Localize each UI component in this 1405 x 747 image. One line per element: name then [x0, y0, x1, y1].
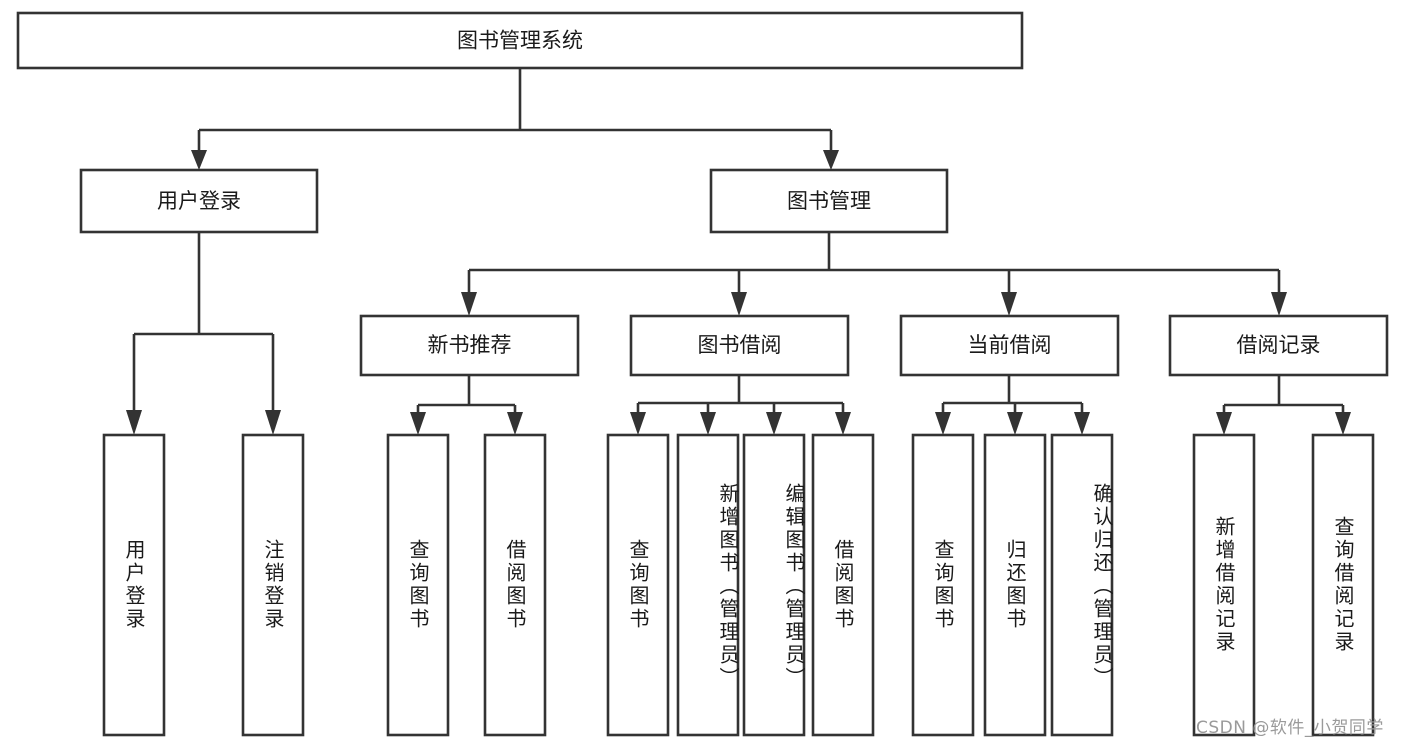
connector-bookborrow-to-leaves [630, 375, 851, 435]
node-box-leaf-return-book[interactable] [983, 433, 1047, 737]
connector-currentborrow-to-leaves [935, 375, 1090, 435]
node-label-current-borrow: 当前借阅 [968, 333, 1052, 357]
connector-bookmanage-to-level3 [461, 232, 1287, 316]
node-box-leaf-user-login[interactable] [102, 433, 166, 737]
node-label-new-book-rec: 新书推荐 [428, 333, 512, 357]
arrow-head-leaf-return-book [1007, 412, 1023, 435]
arrow-head-leaf-borrow-book-2 [835, 412, 851, 435]
node-box-current-borrow[interactable] [899, 314, 1120, 377]
arrow-head-user-login [191, 150, 207, 170]
node-box-leaf-edit-book[interactable] [742, 433, 806, 737]
connector-borrowrecord-to-leaves [1216, 375, 1351, 435]
arrow-head-leaf-query-record [1335, 412, 1351, 435]
node-box-leaf-query-book-1[interactable] [386, 433, 450, 737]
arrow-head-new-book-rec [461, 292, 477, 316]
node-label-book-borrow: 图书借阅 [698, 333, 782, 357]
node-labels-horizontal: 图书管理系统 用户登录 图书管理 新书推荐 图书借阅 当前借阅 借阅记录 [157, 29, 1321, 358]
node-label-user-login: 用户登录 [157, 189, 241, 213]
connector-newbookrec-to-leaves [410, 375, 523, 435]
node-box-leaf-borrow-book-2[interactable] [811, 433, 875, 737]
arrow-head-book-manage [823, 150, 839, 170]
arrow-head-leaf-query-book-2 [630, 412, 646, 435]
arrow-head-leaf-query-book-1 [410, 412, 426, 435]
node-box-user-login[interactable] [79, 168, 319, 234]
node-box-root[interactable] [16, 11, 1024, 70]
node-box-leaf-query-book-2[interactable] [606, 433, 670, 737]
node-label-book-manage: 图书管理 [787, 189, 871, 213]
node-label-borrow-record: 借阅记录 [1237, 333, 1321, 357]
arrow-head-leaf-edit-book [766, 412, 782, 435]
node-box-leaf-query-record[interactable] [1311, 433, 1375, 737]
node-box-leaf-query-book-3[interactable] [911, 433, 975, 737]
arrow-head-leaf-add-record [1216, 412, 1232, 435]
arrow-head-leaf-confirm-return [1074, 412, 1090, 435]
arrow-head-leaf-borrow-book-1 [507, 412, 523, 435]
arrow-head-leaf-logout-login [265, 410, 281, 435]
connector-root-to-level2 [191, 68, 839, 170]
node-box-leaf-confirm-return[interactable] [1050, 433, 1114, 737]
node-box-leaf-borrow-book-1[interactable] [483, 433, 547, 737]
node-box-new-book-rec[interactable] [359, 314, 580, 377]
arrow-head-leaf-add-book [700, 412, 716, 435]
arrow-head-current-borrow [1001, 292, 1017, 316]
node-label-root: 图书管理系统 [457, 29, 583, 53]
node-box-leaf-add-record[interactable] [1192, 433, 1256, 737]
csdn-watermark: CSDN @软件_小贺同学 [1196, 718, 1384, 738]
arrow-head-book-borrow [731, 292, 747, 316]
arrow-head-leaf-user-login [126, 410, 142, 435]
arrow-head-borrow-record [1271, 292, 1287, 316]
connector-userlogin-to-leaves [126, 232, 281, 435]
arrow-head-leaf-query-book-3 [935, 412, 951, 435]
node-box-leaf-add-book[interactable] [676, 433, 740, 737]
node-boxes [16, 11, 1389, 737]
node-box-leaf-logout-login[interactable] [241, 433, 305, 737]
